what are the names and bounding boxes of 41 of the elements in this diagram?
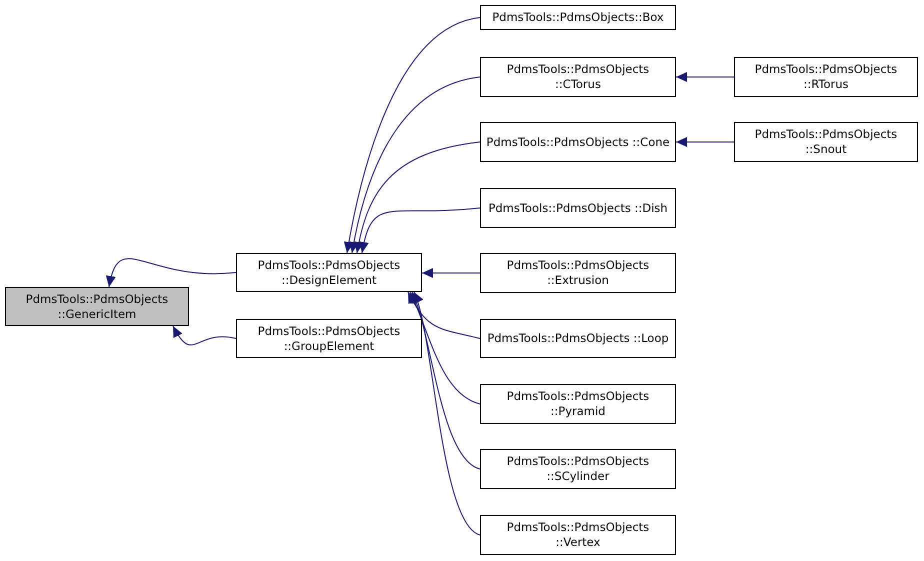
class-box (734, 57, 918, 97)
class-name: PdmsTools::PdmsObjects ::CTorus (506, 62, 650, 92)
class-box (236, 319, 422, 358)
class-name: PdmsTools::PdmsObjects ::Snout (754, 127, 898, 157)
class-name: PdmsTools::PdmsObjects::Box (492, 10, 664, 25)
class-box (480, 122, 676, 162)
arrow (172, 326, 236, 346)
arrow (344, 17, 480, 254)
class-name: PdmsTools::PdmsObjects ::GenericItem (24, 292, 170, 322)
class-box (480, 515, 676, 555)
class-name: PdmsTools::PdmsObjects ::Loop (487, 331, 669, 346)
class-name: PdmsTools::PdmsObjects ::DesignElement (256, 258, 402, 288)
arrow (349, 76, 480, 254)
arrow (676, 72, 734, 82)
class-name: PdmsTools::PdmsObjects ::GroupElement (256, 324, 402, 354)
arrow (354, 142, 480, 254)
class-box (236, 253, 422, 292)
arrow (410, 292, 480, 404)
arrow (422, 268, 480, 278)
class-box (480, 188, 676, 228)
arrow (412, 292, 480, 470)
class-box (480, 449, 676, 489)
class-name: PdmsTools::PdmsObjects ::Vertex (506, 520, 650, 550)
class-name: PdmsTools::PdmsObjects ::Extrusion (506, 258, 650, 288)
arrow (413, 292, 480, 536)
arrow (408, 292, 480, 339)
class-name: PdmsTools::PdmsObjects ::Pyramid (506, 389, 650, 419)
class-box (480, 384, 676, 424)
class-name: PdmsTools::PdmsObjects ::SCylinder (506, 454, 650, 484)
class-name: PdmsTools::PdmsObjects ::Dish (488, 200, 668, 216)
class-box (734, 122, 918, 162)
arrow (676, 137, 734, 147)
class-box (480, 57, 676, 97)
class-box (5, 287, 189, 326)
class-name: PdmsTools::PdmsObjects ::Cone (486, 134, 670, 150)
class-box (480, 253, 676, 293)
arrow (359, 208, 480, 254)
arrow (106, 258, 236, 288)
class-name: PdmsTools::PdmsObjects ::RTorus (754, 62, 898, 92)
class-box (480, 319, 676, 358)
class-box (480, 5, 676, 30)
